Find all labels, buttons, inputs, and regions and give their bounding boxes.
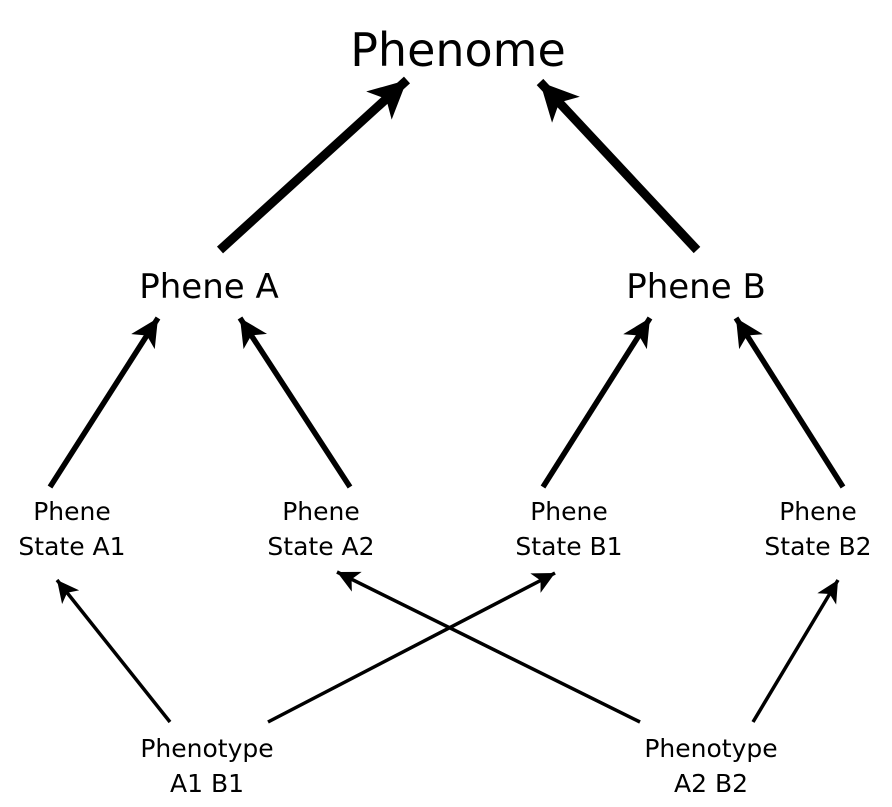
- node-state-a1: Phene State A1: [2, 494, 142, 564]
- edge-phenotype-1-to-state-a1: [55, 578, 172, 724]
- edge-state-b1-to-phene-b: [540, 316, 653, 489]
- node-phenotype-a1-b1: Phenotype A1 B1: [122, 731, 292, 801]
- node-phenotype-a2-b2-line2: A2 B2: [673, 769, 748, 798]
- node-state-b1-line2: State B1: [515, 532, 623, 561]
- edge-phene-a-to-phenome: [216, 76, 411, 254]
- node-state-a1-line2: State A1: [18, 532, 126, 561]
- node-phenotype-a2-b2: Phenotype A2 B2: [626, 731, 796, 801]
- edge-phenotype-2-to-state-a2: [336, 570, 641, 724]
- edge-state-b2-to-phene-b: [733, 316, 846, 489]
- edge-phenotype-2-to-state-b2: [751, 579, 840, 723]
- node-state-a2: Phene State A2: [251, 494, 391, 564]
- edge-state-a1-to-phene-a: [47, 316, 161, 489]
- node-phene-b: Phene B: [626, 267, 766, 307]
- node-state-a2-line1: Phene: [282, 497, 360, 526]
- edge-phene-b-to-phenome: [536, 78, 701, 254]
- node-state-a2-line2: State A2: [267, 532, 375, 561]
- node-state-b2: Phene State B2: [748, 494, 888, 564]
- node-state-b1: Phene State B1: [499, 494, 639, 564]
- edge-phenotype-1-to-state-b1: [267, 571, 556, 724]
- node-state-b1-line1: Phene: [530, 497, 608, 526]
- node-phenome: Phenome: [350, 23, 566, 77]
- edge-state-a2-to-phene-a: [237, 316, 353, 489]
- node-state-a1-line1: Phene: [33, 497, 111, 526]
- node-phenotype-a1-b1-line2: A1 B1: [169, 769, 244, 798]
- node-state-b2-line2: State B2: [764, 532, 872, 561]
- node-phene-a: Phene A: [139, 267, 279, 307]
- node-phenotype-a1-b1-line1: Phenotype: [140, 734, 274, 763]
- node-state-b2-line1: Phene: [779, 497, 857, 526]
- node-phenotype-a2-b2-line1: Phenotype: [644, 734, 778, 763]
